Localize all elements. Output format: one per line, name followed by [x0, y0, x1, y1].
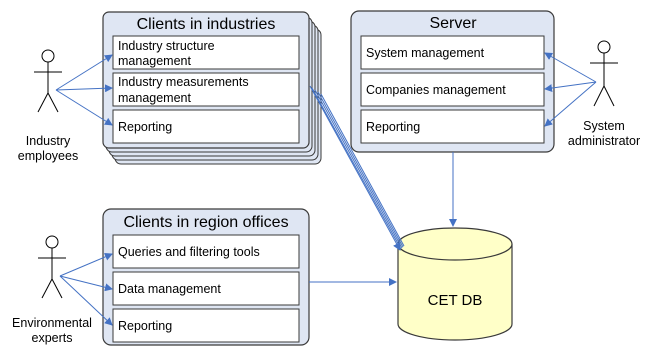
arrow-employees-reporting — [55, 89, 113, 126]
server-title: Server — [429, 15, 477, 32]
data-management-label: Data management — [118, 282, 221, 296]
arrow-experts-queries — [59, 253, 113, 277]
industry-employees-line-1: Industry — [26, 134, 71, 148]
clients-in-region-offices-group: Clients in region offices Queries and fi… — [102, 208, 310, 346]
queries-filtering-tools-box: Queries and filtering tools — [112, 234, 300, 269]
industry-employees-actor: Industry employees — [18, 49, 78, 163]
stick-figure-icon — [590, 40, 618, 107]
system-management-box: System management — [360, 35, 545, 70]
environmental-experts-actor: Environmental experts — [12, 235, 92, 345]
system-management-label: System management — [366, 46, 485, 60]
industry-measurements-management-box: Industry measurements management — [112, 72, 300, 107]
industry-structure-management-box: Industry structure management — [112, 35, 300, 70]
industry-measurements-line-2: management — [118, 91, 191, 105]
arrow-admin-reporting — [544, 81, 597, 127]
industry-employees-line-2: employees — [18, 149, 78, 163]
cet-db-database: CET DB — [397, 227, 513, 341]
arrow-employees-measurements — [55, 84, 113, 93]
queries-filtering-label: Queries and filtering tools — [118, 245, 260, 259]
server-group: Server System management Companies manag… — [350, 10, 555, 153]
connectors — [55, 52, 597, 326]
system-administrator-actor: System administrator — [568, 40, 640, 148]
region-reporting-box: Reporting — [112, 308, 300, 343]
arrow-employees-structure — [55, 54, 113, 91]
arrow-admin-companies — [544, 81, 597, 93]
industry-reporting-label: Reporting — [118, 120, 172, 134]
industry-structure-line-2: management — [118, 54, 191, 68]
system-administrator-line-2: administrator — [568, 134, 640, 148]
system-administrator-line-1: System — [583, 119, 625, 133]
companies-management-label: Companies management — [366, 83, 506, 97]
clients-in-industries-title: Clients in industries — [137, 16, 276, 33]
clients-in-industries-group: Clients in industries Industry structure… — [102, 11, 322, 165]
server-reporting-label: Reporting — [366, 120, 420, 134]
environmental-experts-line-1: Environmental — [12, 316, 92, 330]
arrow-industry-db-1 — [309, 85, 401, 251]
arrow-admin-system — [544, 52, 597, 83]
arrow-experts-reporting — [59, 275, 113, 326]
region-reporting-label: Reporting — [118, 319, 172, 333]
companies-management-box: Companies management — [360, 72, 545, 107]
cet-db-label: CET DB — [428, 292, 483, 309]
arrow-experts-data — [59, 275, 113, 292]
data-management-box: Data management — [112, 271, 300, 306]
environmental-experts-line-2: experts — [32, 331, 73, 345]
industry-measurements-line-1: Industry measurements — [118, 75, 249, 89]
industry-reporting-box: Reporting — [112, 109, 300, 144]
clients-in-region-offices-title: Clients in region offices — [123, 214, 288, 231]
server-reporting-box: Reporting — [360, 109, 545, 144]
stick-figure-icon — [34, 49, 62, 113]
industry-structure-line-1: Industry structure — [118, 39, 215, 53]
stick-figure-icon — [38, 235, 66, 299]
